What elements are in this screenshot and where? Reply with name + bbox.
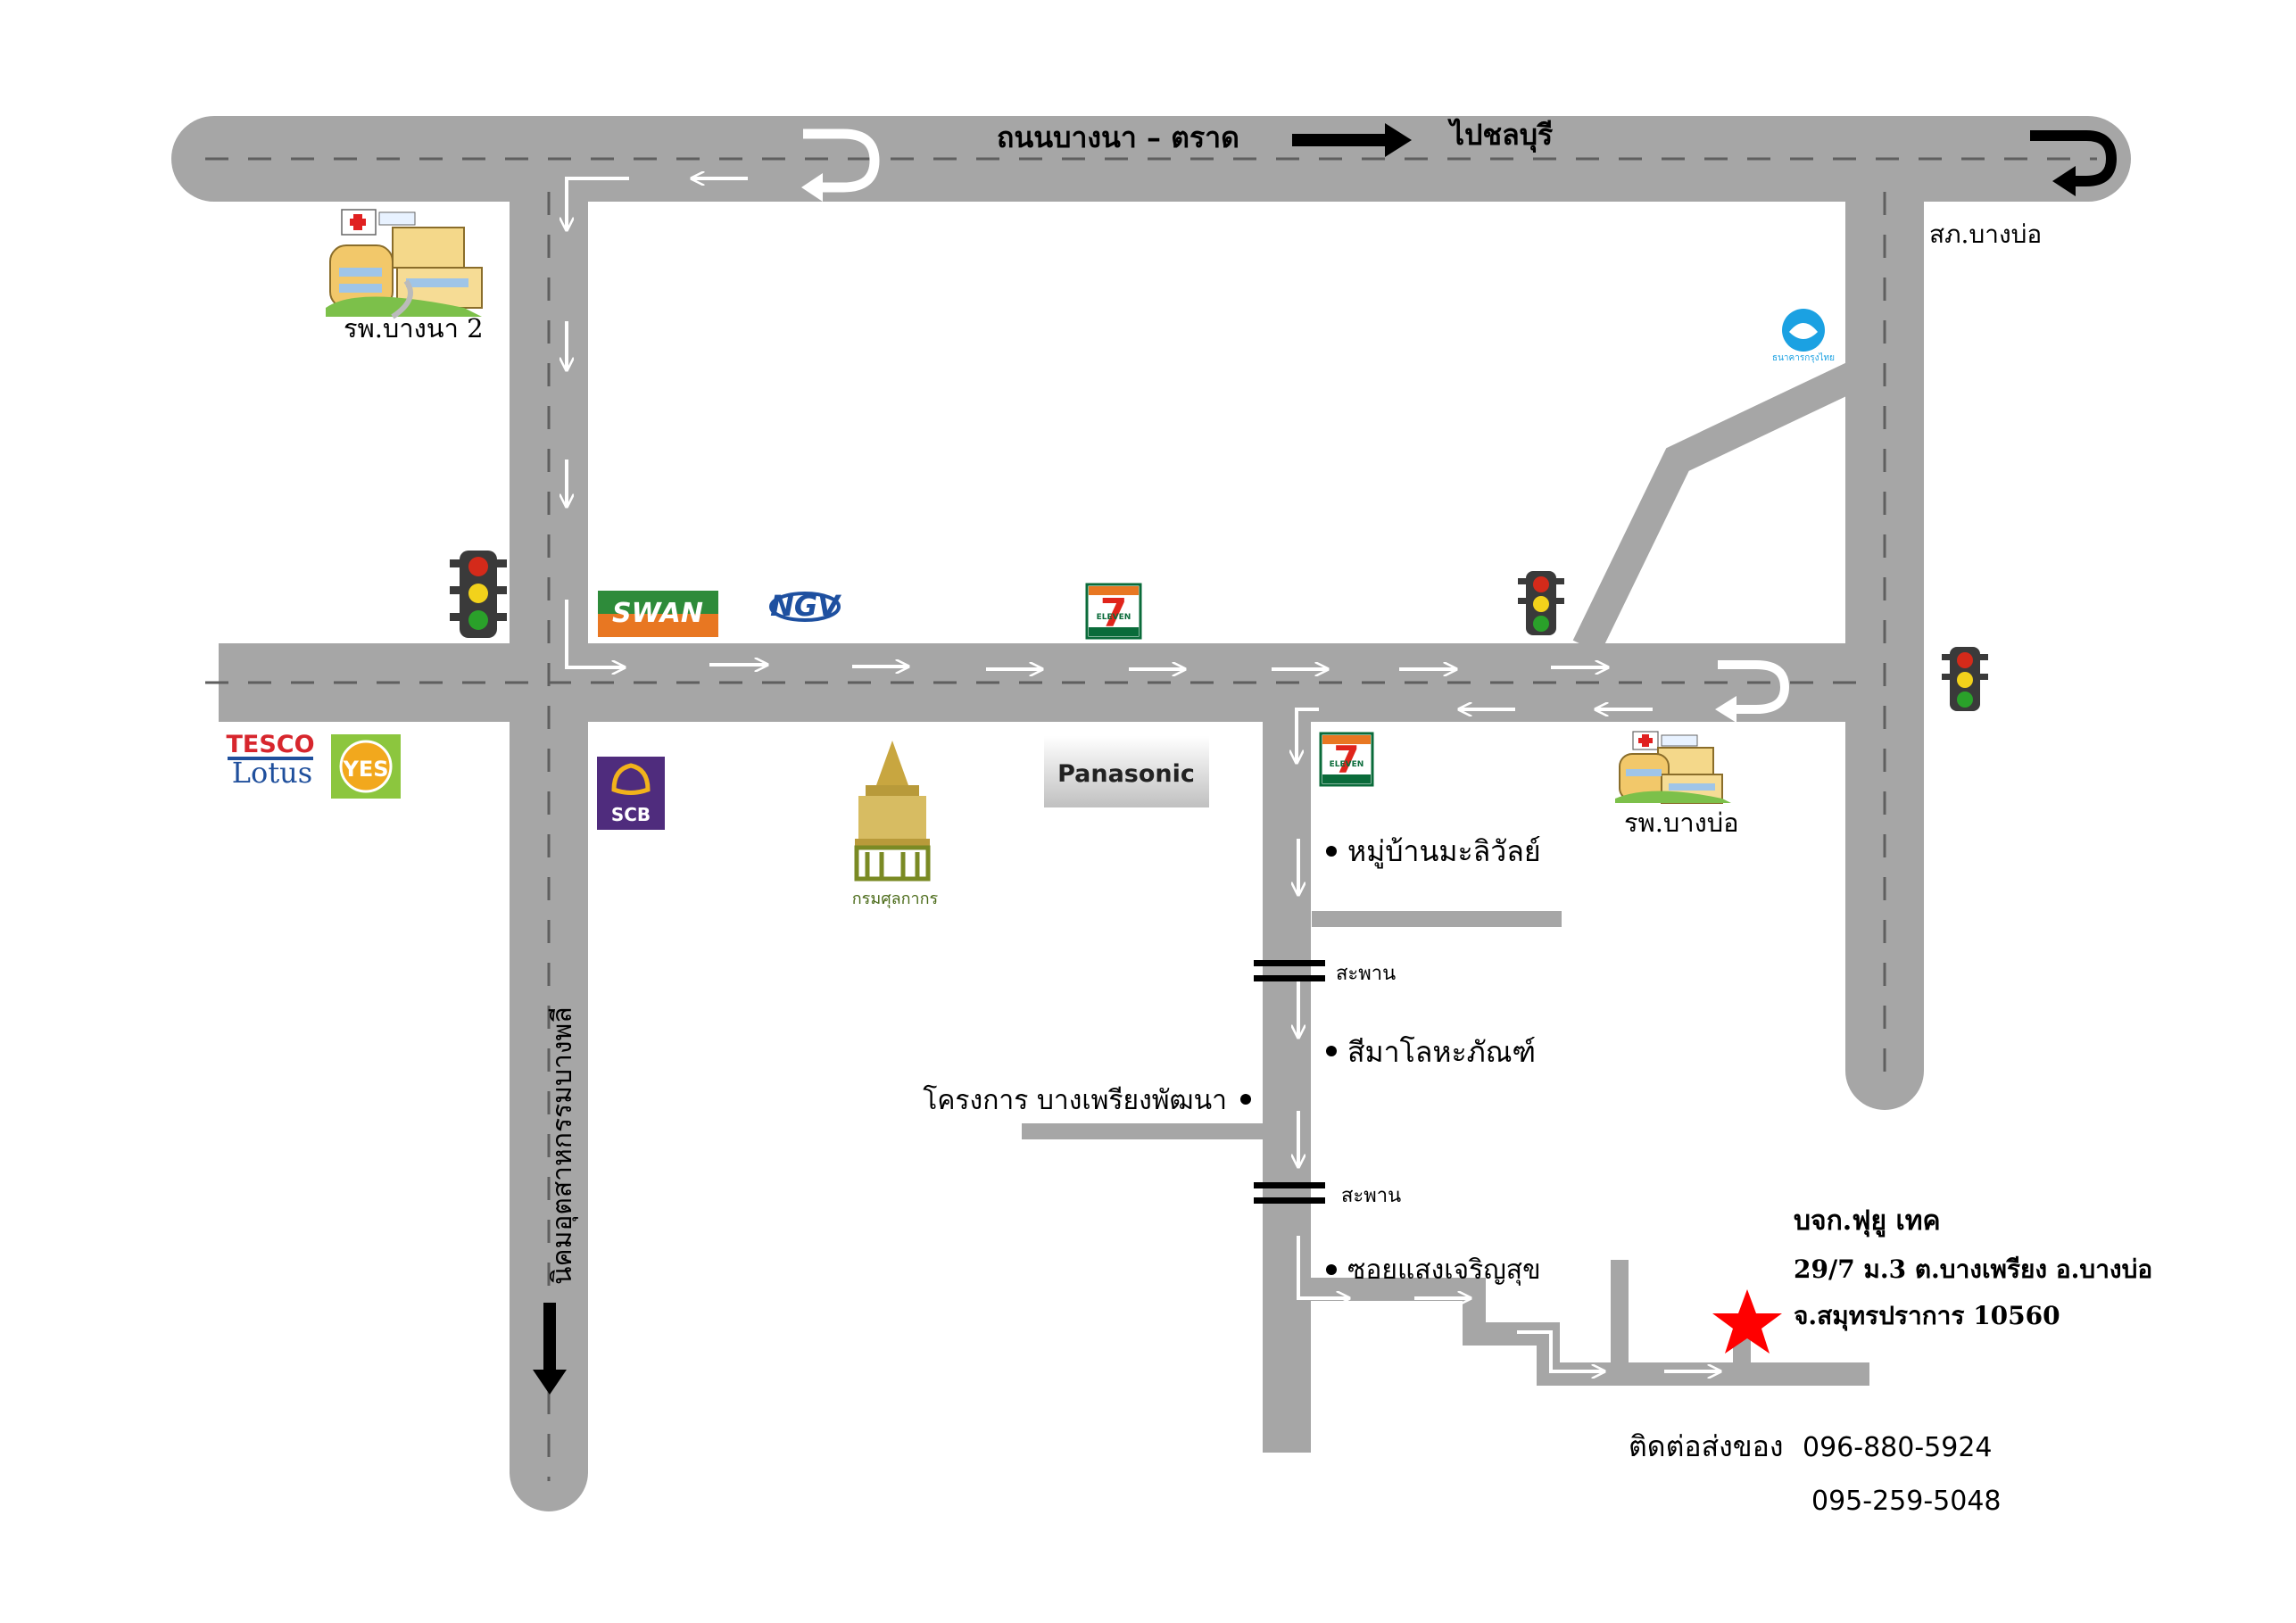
contact-phone-1: 096-880-5924 <box>1803 1432 1993 1463</box>
svg-text:ELEVEN: ELEVEN <box>1097 613 1131 622</box>
contact-label: ติดต่อส่งของ <box>1629 1429 1783 1463</box>
arrow-turn-down <box>1297 708 1319 763</box>
center-lines <box>205 157 2097 1481</box>
direction-arrow-icon <box>1292 123 1412 157</box>
u-turn-icon <box>1715 660 1790 723</box>
arrow-turn-down <box>567 177 629 230</box>
traffic-light-icon <box>1518 571 1564 635</box>
svg-text:7: 7 <box>1100 591 1128 636</box>
hospital-icon <box>1615 731 1731 804</box>
ktb-logo: ธนาคารกรุงไทย <box>1772 309 1835 363</box>
police-label: สภ.บางบ่อ <box>1929 219 2042 249</box>
ngv-logo: NGV <box>769 589 841 623</box>
contact-phone-2: 095-259-5048 <box>1811 1486 2002 1517</box>
company-address-1: 29/7 ม.3 ต.บางเพรียง อ.บางบ่อ <box>1794 1255 2152 1284</box>
road-company-lane <box>1310 1278 1869 1386</box>
soi-label: ซอยแสงเจริญสุข <box>1347 1255 1541 1287</box>
yes-logo: YES <box>331 734 401 799</box>
bullet-icon <box>1240 1094 1251 1105</box>
traffic-light-icon <box>450 551 507 638</box>
panasonic-logo: Panasonic <box>1044 736 1209 807</box>
swan-logo: SWAN <box>598 591 718 637</box>
arrow-turn-right <box>1297 1236 1349 1298</box>
ngv-logo-text: NGV <box>770 589 841 623</box>
svg-text:Panasonic: Panasonic <box>1057 760 1195 788</box>
customs-label: กรมศุลกากร <box>852 890 939 908</box>
village-label: หมู่บ้านมะลิวัลย์ <box>1347 834 1541 869</box>
bullet-icon <box>1326 1264 1337 1275</box>
u-turn-icon <box>2030 130 2118 196</box>
bridge-label: สะพาน <box>1336 963 1396 985</box>
hospital-bangna-label: รพ.บางนา 2 <box>344 313 484 344</box>
customs-department-logo: กรมศุลกากร <box>852 741 939 908</box>
destination-star-icon <box>1712 1289 1782 1354</box>
arrow-step <box>1517 1330 1604 1371</box>
svg-text:TESCO: TESCO <box>226 731 314 758</box>
shop-label: สีมาโลหะภัณฑ์ <box>1347 1035 1536 1069</box>
svg-text:ธนาคารกรุงไทย: ธนาคารกรุงไทย <box>1772 352 1835 363</box>
hospital-bangbo-label: รพ.บางบ่อ <box>1624 807 1739 838</box>
swan-logo-text: SWAN <box>612 598 703 629</box>
bridge-icon <box>1254 1182 1325 1204</box>
bullet-icon <box>1326 846 1337 857</box>
company-name: บจก.ฟุยู เทค <box>1794 1205 1941 1238</box>
tesco-lotus-logo: TESCO Lotus <box>226 731 314 790</box>
u-turn-icon <box>801 128 880 202</box>
bridge-label: สะพาน <box>1341 1185 1401 1207</box>
seven-eleven-logo: 7 ELEVEN <box>1085 583 1142 640</box>
hospital-icon <box>326 209 483 319</box>
company-address-2: จ.สมุทรปราการ 10560 <box>1794 1301 2060 1331</box>
direction-label: ไปชลบุรี <box>1447 118 1553 153</box>
svg-text:Lotus: Lotus <box>232 756 312 790</box>
main-road-label: ถนนบางนา – ตราด <box>997 120 1239 154</box>
bullet-icon <box>1326 1046 1337 1056</box>
bridge-icon <box>1254 960 1325 981</box>
arrow-turn-right <box>565 600 625 667</box>
scb-logo: SCB <box>597 757 665 830</box>
route-arrows <box>567 178 1720 1371</box>
road-diagonal <box>1572 360 1863 654</box>
down-arrow-icon <box>533 1303 567 1395</box>
industrial-estate-label: นิคมอุตสาหกรรมบางพลี <box>547 1006 579 1285</box>
seven-eleven-logo: 7 ELEVEN <box>1319 732 1374 787</box>
svg-text:YES: YES <box>342 757 388 782</box>
svg-text:SCB: SCB <box>611 804 651 825</box>
svg-text:ELEVEN: ELEVEN <box>1330 760 1364 769</box>
project-label: โครงการ บางเพรียงพัฒนา <box>923 1084 1227 1116</box>
traffic-light-icon <box>1942 647 1988 711</box>
svg-text:7: 7 <box>1333 738 1359 782</box>
